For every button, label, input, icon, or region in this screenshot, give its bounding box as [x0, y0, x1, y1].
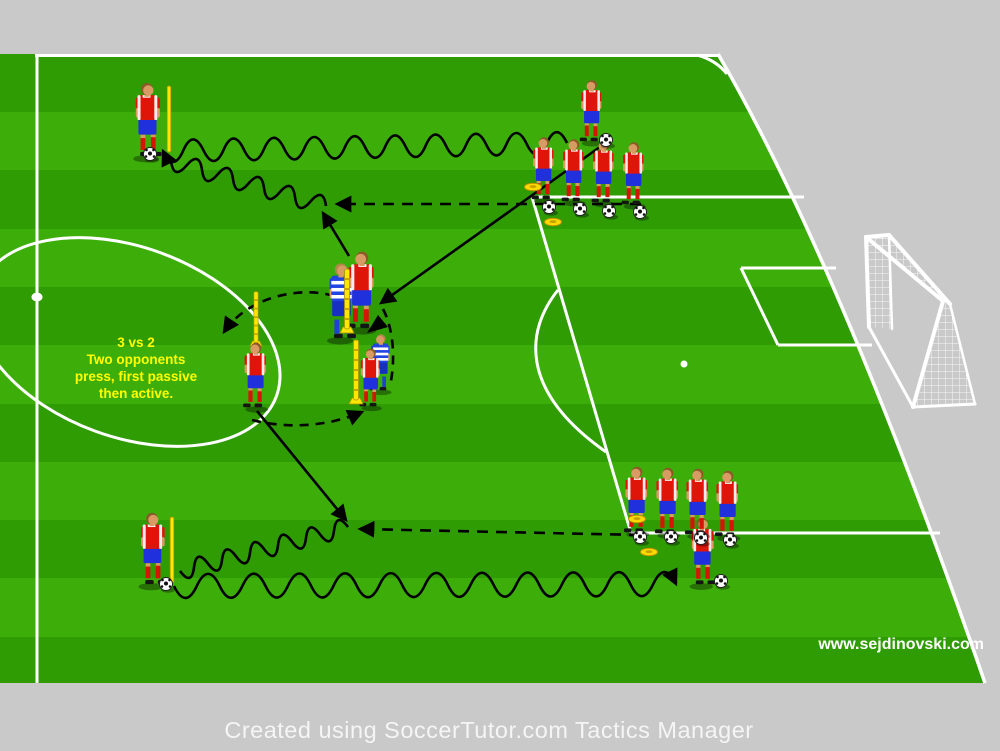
pass-arrow-down	[255, 410, 348, 522]
dribble-waves	[161, 130, 678, 600]
pitch-markings	[0, 53, 987, 684]
run-arrow-bottom	[357, 520, 641, 538]
goal-line	[716, 53, 987, 684]
footer-caption: Created using SoccerTutor.com Tactics Ma…	[224, 717, 753, 743]
annotation-line-4: then active.	[99, 386, 173, 401]
pass-arrow-up	[321, 210, 351, 257]
dribble-wave-top	[161, 130, 569, 168]
cone	[524, 182, 542, 192]
press-arc-right	[381, 308, 395, 387]
centre-circle	[0, 236, 282, 448]
penalty-spot	[680, 360, 688, 368]
pole-top-left	[166, 85, 172, 153]
goal	[864, 233, 977, 409]
annotation-line-1: 3 vs 2	[117, 335, 155, 350]
dribble-wave-top-short	[169, 157, 328, 210]
goal-area-left	[739, 267, 780, 346]
cone	[544, 217, 562, 227]
penalty-arc	[534, 289, 607, 454]
cone	[628, 514, 646, 524]
annotation-line-2: Two opponents	[87, 352, 186, 367]
corner-arc	[696, 53, 729, 75]
watermark: www.sejdinovski.com	[817, 636, 984, 653]
dribble-wave-bottom-short	[178, 518, 350, 580]
centre-spot	[31, 292, 43, 302]
penalty-box-18	[530, 196, 633, 534]
press-arc-bottom	[251, 409, 365, 427]
annotation-line-3: press, first passive	[75, 369, 198, 384]
dribble-wave-bottom	[172, 567, 678, 600]
annotation-text: 3 vs 2 Two opponents press, first passiv…	[75, 335, 198, 401]
cone	[640, 547, 658, 557]
pole-bottom-left	[169, 516, 175, 584]
